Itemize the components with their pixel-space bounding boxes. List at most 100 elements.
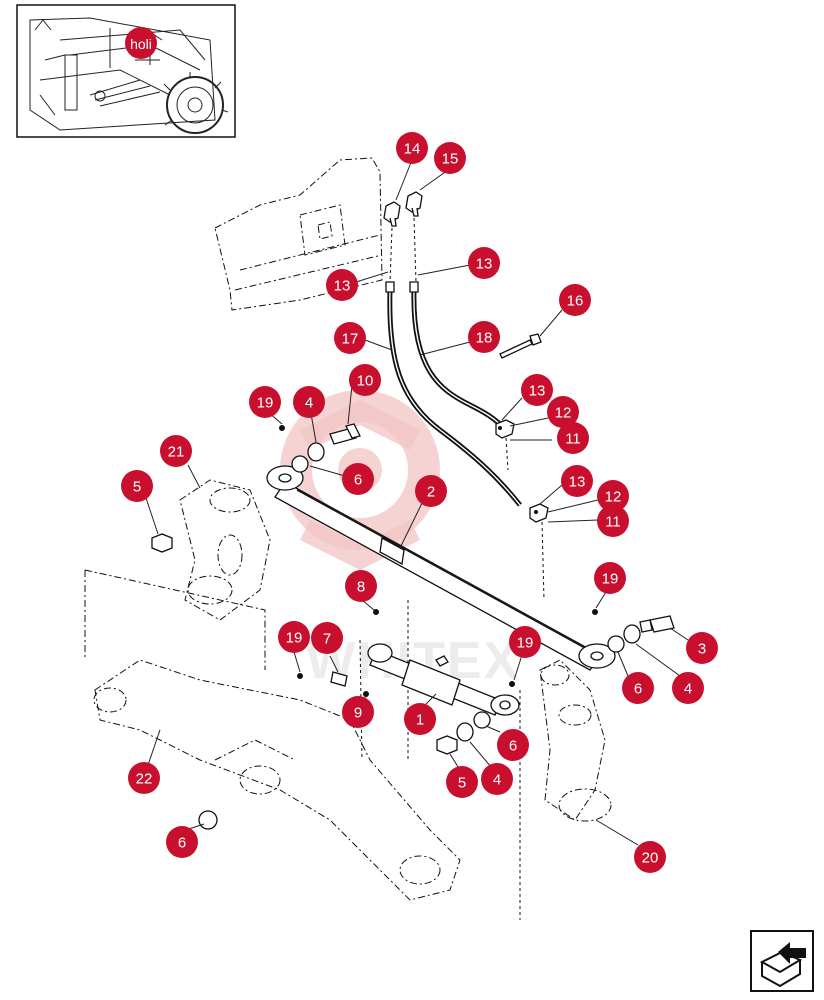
nut-5-cyl	[436, 735, 458, 755]
callout-17[interactable]: 17	[334, 322, 366, 354]
callout-13-label: 13	[334, 278, 351, 295]
callout-13-label: 13	[476, 256, 493, 273]
callout-6[interactable]: 6	[497, 729, 529, 761]
pin-7	[330, 671, 348, 687]
callout-13[interactable]: 13	[561, 465, 593, 497]
bushing-6-cyl	[473, 711, 491, 729]
steering-knuckle-right	[539, 659, 612, 822]
thumbnail-overview: holi	[16, 4, 236, 138]
bushing-6-right	[607, 635, 625, 653]
callout-20-label: 20	[642, 850, 659, 867]
bleed-screw-16	[499, 333, 542, 359]
steering-knuckle-left	[179, 479, 271, 621]
callout-7[interactable]: 7	[311, 622, 343, 654]
leader-lines	[145, 159, 689, 846]
callout-19-label: 19	[286, 630, 303, 647]
callout-10-label: 10	[357, 373, 374, 390]
callout-13[interactable]: 13	[326, 269, 358, 301]
washer-4-cyl	[456, 722, 474, 742]
callout-13[interactable]: 13	[468, 247, 500, 279]
callout-19[interactable]: 19	[278, 621, 310, 653]
callout-4[interactable]: 4	[672, 672, 704, 704]
callout-21-label: 21	[168, 444, 185, 461]
callout-11-label: 11	[565, 431, 581, 448]
callout-11-label: 11	[605, 514, 621, 531]
callout-6[interactable]: 6	[342, 463, 374, 495]
bolt-3	[639, 615, 675, 633]
callout-19-label: 19	[517, 635, 534, 652]
bushing-6-bottom	[198, 810, 218, 830]
callout-12[interactable]: 12	[597, 480, 629, 512]
callout-2-label: 2	[427, 484, 435, 501]
steering-cylinder	[367, 643, 520, 716]
callout-15-label: 15	[442, 151, 459, 168]
tie-rod	[266, 465, 616, 671]
callout-16-label: 16	[567, 293, 584, 310]
callout-14[interactable]: 14	[396, 132, 428, 164]
callout-1-label: 1	[416, 712, 424, 729]
hydraulic-hose-17	[387, 289, 522, 507]
thumbnail-badge-label: holi	[130, 36, 152, 52]
callout-12-label: 12	[555, 405, 572, 422]
callout-7-label: 7	[323, 631, 331, 648]
next-page-button[interactable]	[750, 930, 814, 992]
callout-19-label: 19	[257, 395, 274, 412]
callout-3-label: 3	[698, 641, 706, 658]
callout-15[interactable]: 15	[434, 142, 466, 174]
callout-19[interactable]: 19	[594, 562, 626, 594]
callout-19[interactable]: 19	[249, 386, 281, 418]
callouts: 14 15 13 13 16 17 18 10 19 4 13 12 11 21…	[121, 132, 718, 873]
callout-6-label: 6	[509, 738, 517, 755]
callout-13-label: 13	[569, 474, 586, 491]
callout-3[interactable]: 3	[686, 632, 718, 664]
fitting-15	[405, 191, 423, 217]
callout-18[interactable]: 18	[468, 321, 500, 353]
callout-22[interactable]: 22	[128, 762, 160, 794]
callout-6-label: 6	[634, 681, 642, 698]
fitting-lower	[529, 503, 549, 601]
callout-6-label: 6	[178, 835, 186, 852]
callout-13[interactable]: 13	[521, 374, 553, 406]
callout-5-label: 5	[133, 479, 141, 496]
callout-19[interactable]: 19	[509, 626, 541, 658]
callout-4-label: 4	[493, 772, 501, 789]
fitting-14	[383, 201, 401, 227]
next-page-arrow-icon	[759, 942, 806, 988]
callout-8-label: 8	[357, 579, 365, 596]
bushing-6-upper	[291, 455, 309, 473]
callout-6[interactable]: 6	[622, 672, 654, 704]
fitting-upper	[495, 419, 515, 471]
upper-frame	[214, 157, 383, 311]
callout-17-label: 17	[342, 331, 359, 348]
callout-4-label: 4	[684, 681, 692, 698]
callout-11[interactable]: 11	[597, 505, 629, 537]
callout-5[interactable]: 5	[446, 766, 478, 798]
callout-6[interactable]: 6	[166, 826, 198, 858]
grease-nipples	[279, 425, 598, 697]
callout-12[interactable]: 12	[547, 396, 579, 428]
nut-5-left	[151, 533, 173, 553]
front-axle	[84, 569, 461, 901]
callout-11[interactable]: 11	[557, 422, 589, 454]
callout-8[interactable]: 8	[345, 570, 377, 602]
callout-10[interactable]: 10	[349, 364, 381, 396]
callout-13-label: 13	[529, 383, 546, 400]
callout-14-label: 14	[404, 141, 421, 158]
callout-16[interactable]: 16	[559, 284, 591, 316]
callout-4-label: 4	[305, 395, 313, 412]
callout-4[interactable]: 4	[481, 763, 513, 795]
callout-6-label: 6	[354, 472, 362, 489]
callout-2[interactable]: 2	[415, 475, 447, 507]
callout-18-label: 18	[476, 330, 493, 347]
callout-5[interactable]: 5	[121, 470, 153, 502]
bolt-10	[329, 423, 361, 445]
callout-22-label: 22	[136, 771, 153, 788]
callout-1[interactable]: 1	[404, 703, 436, 735]
callout-20[interactable]: 20	[634, 841, 666, 873]
callout-5-label: 5	[458, 775, 466, 792]
callout-4[interactable]: 4	[293, 386, 325, 418]
hydraulic-hose-18	[411, 289, 502, 426]
callout-9[interactable]: 9	[342, 696, 374, 728]
callout-21[interactable]: 21	[160, 435, 192, 467]
